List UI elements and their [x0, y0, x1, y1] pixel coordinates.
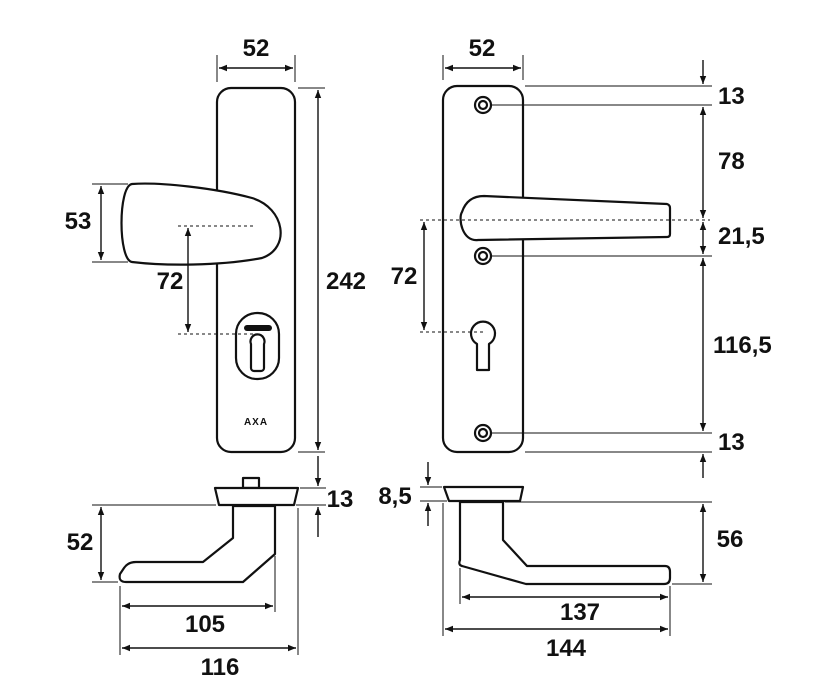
- left-width-label: 52: [243, 35, 270, 62]
- right-rose-label: 8,5: [378, 483, 411, 510]
- left-backplate: [215, 86, 297, 454]
- left-projection-label: 52: [67, 529, 94, 556]
- left-cylinder-hole: [249, 333, 266, 373]
- left-side-lever: [118, 504, 277, 584]
- left-side-thumbturn: [241, 476, 261, 490]
- right-137-label: 137: [560, 599, 600, 626]
- chain-78-label: 78: [718, 148, 745, 175]
- right-side-lever: [458, 500, 672, 586]
- chain-116-5-label: 116,5: [713, 332, 772, 359]
- left-height-label: 242: [326, 268, 366, 295]
- plate-logo-text: AXA: [244, 417, 268, 428]
- left-front-view: AXA 52 53 72 242: [65, 35, 366, 454]
- left-thumbturn: [244, 325, 272, 331]
- left-knob-handle: [120, 182, 282, 266]
- chain-21-5-label: 21,5: [718, 223, 765, 250]
- left-side-view: 13 52 105 116: [67, 456, 354, 681]
- right-projection-label: 56: [717, 526, 744, 553]
- chain-13-bottom-label: 13: [718, 429, 745, 456]
- right-backplate: [441, 84, 525, 454]
- right-keyhole: [469, 320, 497, 372]
- bottom-screw-inner: [477, 427, 489, 439]
- right-front-view: 52 72 13 78 21,5 116,5 13: [391, 35, 772, 478]
- left-rose-label: 13: [327, 486, 354, 513]
- right-side-view: 8,5 56 137 144: [378, 462, 743, 662]
- right-72-label: 72: [391, 263, 418, 290]
- top-screw-inner: [477, 99, 489, 111]
- right-width-label: 52: [469, 35, 496, 62]
- right-side-rose: [442, 485, 525, 503]
- left-116-label: 116: [201, 654, 240, 681]
- left-72-label: 72: [157, 268, 184, 295]
- knob-height-label: 53: [65, 208, 92, 235]
- right-lever-handle: [459, 194, 672, 242]
- left-105-label: 105: [185, 611, 225, 638]
- right-144-label: 144: [546, 635, 587, 662]
- chain-13-top-label: 13: [718, 83, 745, 110]
- left-side-rose: [213, 486, 300, 507]
- middle-screw-inner: [477, 250, 489, 262]
